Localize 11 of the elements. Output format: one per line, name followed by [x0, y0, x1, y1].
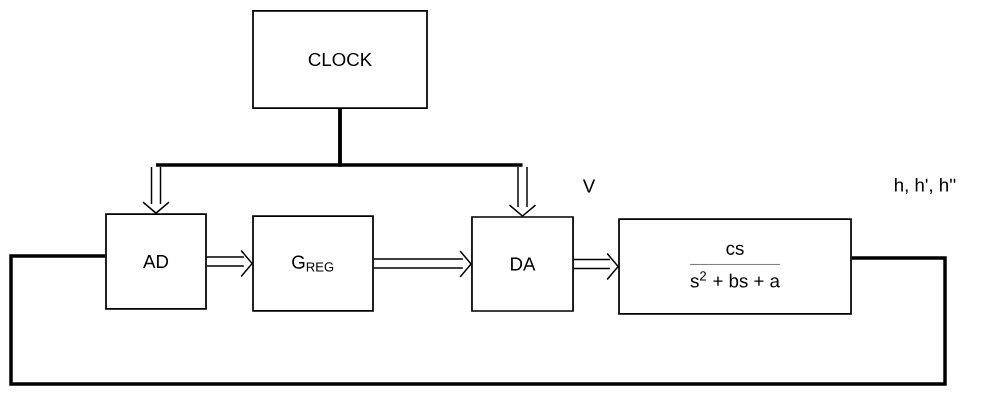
- block-box: AD: [105, 213, 207, 310]
- signal-label: V: [582, 179, 596, 193]
- block-box: G$_{REG}$: [252, 215, 374, 312]
- arrow: [573, 252, 620, 281]
- arrow: [373, 250, 473, 278]
- signal-label: h, h', h'': [895, 178, 956, 194]
- arrow: [338, 108, 537, 218]
- transfer-function-box: cs s$^{2}$ + bs + a: [618, 218, 852, 315]
- block-box: DA: [471, 216, 574, 312]
- arrow: [206, 249, 254, 278]
- block-box: CLOCK: [252, 10, 428, 109]
